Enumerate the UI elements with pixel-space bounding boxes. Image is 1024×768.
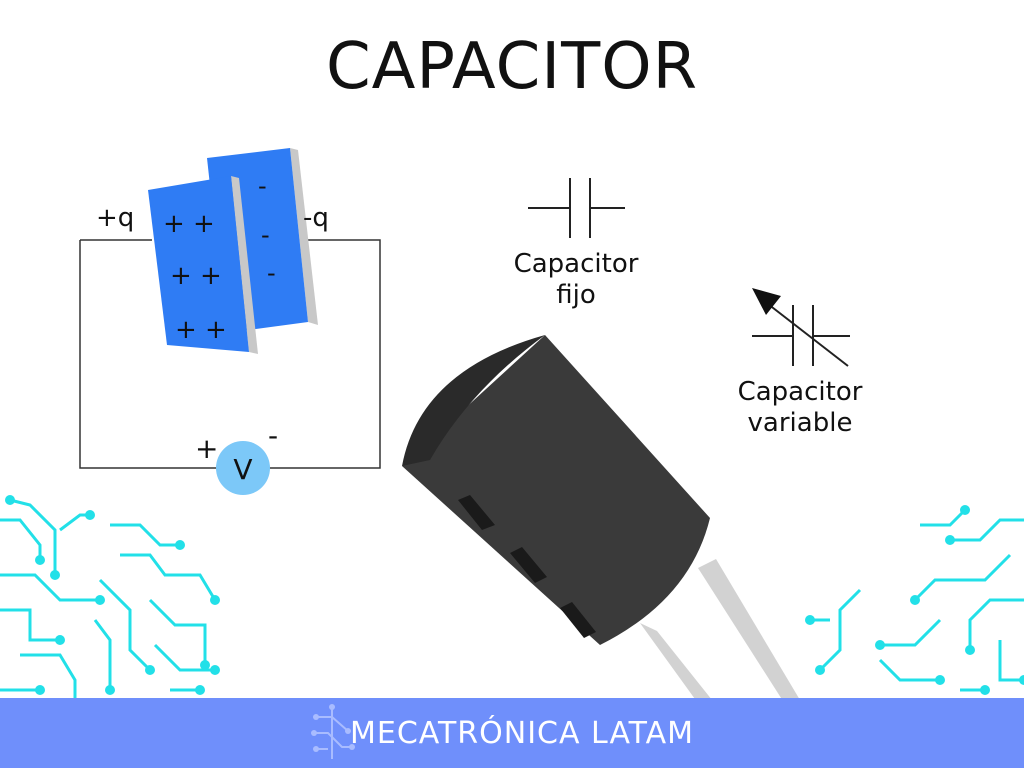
brand-logo-icon (311, 704, 355, 759)
positive-charge-label: +q (96, 203, 134, 233)
capacitor-stripe-2 (510, 547, 547, 583)
capacitor-top (402, 335, 545, 466)
fixed-capacitor-label-1: Capacitor (514, 249, 639, 279)
capacitor-stripe-1 (458, 495, 495, 530)
brand-name: MECATRÓNICA LATAM (350, 716, 695, 751)
voltmeter-symbol: V (233, 453, 252, 486)
neg-sign-2: - (261, 221, 270, 249)
variable-capacitor-label-1: Capacitor (738, 377, 863, 407)
circuit-decoration-right (810, 508, 1024, 692)
page-title: CAPACITOR (325, 30, 699, 104)
capacitor-lead-2 (698, 559, 800, 712)
variable-capacitor-symbol (752, 303, 850, 367)
variable-capacitor-label-2: variable (748, 408, 853, 438)
fixed-capacitor-label-2: fijo (556, 280, 596, 310)
fixed-capacitor-symbol (528, 178, 625, 238)
footer-bar (0, 698, 1024, 768)
capacitor-body (402, 335, 710, 645)
circuit-decoration-left (0, 498, 217, 698)
pos-signs-1: + + (163, 209, 215, 239)
neg-sign-3: - (267, 259, 276, 287)
pos-signs-3: + + (175, 315, 227, 345)
pos-signs-2: + + (170, 261, 222, 291)
circuit-wire (79, 239, 381, 469)
positive-plate: + + + + + + (148, 176, 258, 354)
negative-charge-label: -q (303, 203, 329, 233)
variable-arrow-icon (752, 288, 781, 315)
capacitor-stripe-3 (560, 602, 596, 638)
voltmeter-plus: + (195, 432, 218, 465)
neg-sign-1: - (258, 172, 267, 200)
voltmeter: V (216, 441, 270, 495)
circuit-nodes-right (805, 505, 1024, 695)
capacitor-lead-1 (640, 623, 720, 710)
electrolytic-capacitor (402, 335, 800, 712)
circuit-nodes-left (5, 495, 220, 695)
voltmeter-minus: - (268, 419, 278, 452)
